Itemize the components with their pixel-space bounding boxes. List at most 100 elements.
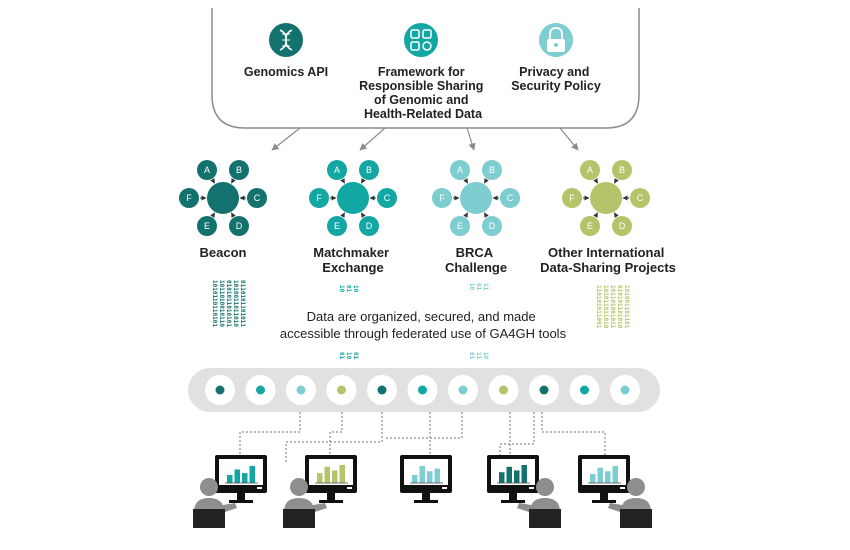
screen-bar bbox=[317, 473, 323, 483]
cluster-arrow bbox=[361, 212, 366, 218]
monitor-stand bbox=[600, 493, 608, 501]
workstation bbox=[400, 455, 452, 503]
binary-column: 01 bbox=[468, 352, 475, 360]
binary-column: 010101101010 bbox=[616, 285, 623, 329]
project-label-beacon: Beacon bbox=[200, 245, 247, 260]
cluster-node bbox=[562, 188, 582, 208]
node-letter: E bbox=[587, 221, 593, 231]
bus-node bbox=[326, 375, 357, 405]
binary-column: 11 bbox=[475, 352, 482, 360]
monitor-stand bbox=[509, 493, 517, 501]
monitor-base bbox=[414, 500, 438, 503]
chair bbox=[620, 509, 652, 528]
cluster-node bbox=[450, 216, 470, 236]
node-letter: F bbox=[569, 193, 575, 203]
binary-column: 101011011010 bbox=[602, 285, 609, 329]
screen-bar bbox=[521, 465, 527, 483]
cluster-node bbox=[450, 160, 470, 180]
cluster-arrow bbox=[340, 178, 345, 184]
node-letter: D bbox=[489, 221, 496, 231]
cluster-arrow bbox=[463, 212, 468, 218]
cluster-arrow bbox=[340, 212, 345, 218]
binary-column: 10 bbox=[352, 285, 359, 293]
connection-line bbox=[499, 412, 535, 462]
node-letter: F bbox=[186, 193, 192, 203]
connection-line bbox=[541, 412, 606, 455]
workstation bbox=[193, 455, 267, 528]
bus-node bbox=[488, 375, 519, 405]
cluster-node bbox=[197, 216, 217, 236]
tools-frame bbox=[211, 8, 640, 151]
binary-column: 01 bbox=[475, 283, 482, 291]
node-letter: C bbox=[254, 193, 261, 203]
frame-arrow bbox=[559, 127, 579, 151]
screen-bar bbox=[419, 465, 425, 483]
connection-line bbox=[386, 412, 463, 439]
chair bbox=[283, 509, 315, 528]
node-letter: E bbox=[204, 221, 210, 231]
cluster-node bbox=[179, 188, 199, 208]
node-letter: F bbox=[316, 193, 322, 203]
binary-column: 101101001011 bbox=[609, 285, 616, 329]
cluster-arrow bbox=[231, 178, 236, 184]
cluster-node bbox=[630, 188, 650, 208]
binary-column: 0110101101011 bbox=[239, 280, 246, 327]
bus-node bbox=[245, 375, 276, 405]
binary-column: 01 bbox=[338, 352, 345, 360]
node-letter: B bbox=[366, 165, 372, 175]
screen-bar bbox=[412, 474, 418, 483]
node-letter: B bbox=[236, 165, 242, 175]
monitor-light bbox=[620, 487, 625, 489]
screen-bar bbox=[234, 469, 240, 483]
workstations bbox=[193, 455, 652, 528]
screen-bar bbox=[514, 470, 520, 483]
person bbox=[283, 478, 327, 528]
monitor-light bbox=[529, 487, 534, 489]
federation-caption: Data are organized, secured, and made ac… bbox=[280, 309, 567, 341]
screen-bar bbox=[227, 474, 233, 483]
node-letter: A bbox=[334, 165, 340, 175]
binary-column: 0101011010101 bbox=[225, 280, 232, 327]
cluster-arrow bbox=[484, 178, 489, 184]
node-letter: A bbox=[457, 165, 463, 175]
bus-node bbox=[529, 375, 559, 405]
frame-arrow bbox=[466, 127, 476, 151]
chair bbox=[193, 509, 225, 528]
cluster-node bbox=[580, 216, 600, 236]
cluster-node bbox=[229, 160, 249, 180]
cluster-node bbox=[327, 216, 347, 236]
cluster-hub bbox=[207, 182, 239, 214]
bus-node bbox=[610, 375, 640, 405]
monitor-stand bbox=[327, 493, 335, 501]
screen-bar bbox=[242, 473, 248, 483]
monitor-stand bbox=[422, 493, 430, 501]
connection-line bbox=[239, 412, 301, 455]
tool-privacy-policy: Privacy and Security Policy bbox=[511, 23, 601, 93]
binary-column: 10 bbox=[338, 285, 345, 293]
frame-arrow bbox=[271, 127, 301, 151]
cluster-node bbox=[612, 160, 632, 180]
node-letter: D bbox=[236, 221, 243, 231]
cluster-node bbox=[359, 216, 379, 236]
monitor-light bbox=[257, 487, 262, 489]
monitor-base bbox=[592, 500, 616, 503]
chair bbox=[529, 509, 561, 528]
cluster-arrow bbox=[614, 178, 619, 184]
cluster-arrow bbox=[463, 178, 468, 184]
bus-node bbox=[448, 375, 478, 405]
screen-bar bbox=[324, 466, 330, 483]
node-letter: C bbox=[507, 193, 514, 203]
monitor-base bbox=[501, 500, 525, 503]
cluster-node bbox=[229, 216, 249, 236]
screen-bar bbox=[339, 465, 345, 483]
monitor-stand bbox=[237, 493, 245, 501]
bus-node bbox=[286, 375, 316, 405]
grid-squares-icon bbox=[404, 23, 438, 57]
node-letter: A bbox=[204, 165, 210, 175]
cluster-node bbox=[432, 188, 452, 208]
